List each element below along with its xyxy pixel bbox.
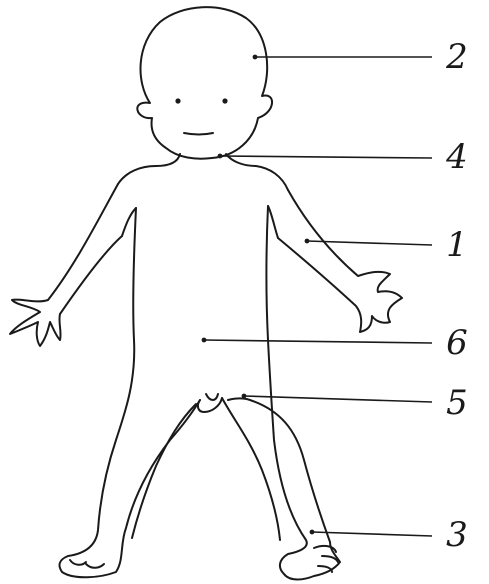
callout-number-foot: 3 [440,518,474,552]
callout-number-leg: 5 [440,386,474,420]
leader-dot-foot [310,530,315,535]
callout-number-neck: 4 [440,140,474,174]
leader-dot-arm [305,239,310,244]
leader-line-foot [312,532,432,536]
leader-dot-trunk [202,338,207,343]
leader-line-trunk [204,340,432,343]
right-eye [222,98,227,103]
leader-line-neck [220,156,432,158]
left-eye [175,98,180,103]
baby-body [10,154,402,580]
callout-number-arm: 1 [440,228,474,262]
callout-number-head: 2 [440,40,474,74]
leader-dot-leg [242,394,247,399]
baby-head [137,7,272,159]
mouth [184,133,213,135]
callout-number-trunk: 6 [440,326,474,360]
leader-dot-neck [218,154,223,159]
leader-dot-head [253,55,258,60]
